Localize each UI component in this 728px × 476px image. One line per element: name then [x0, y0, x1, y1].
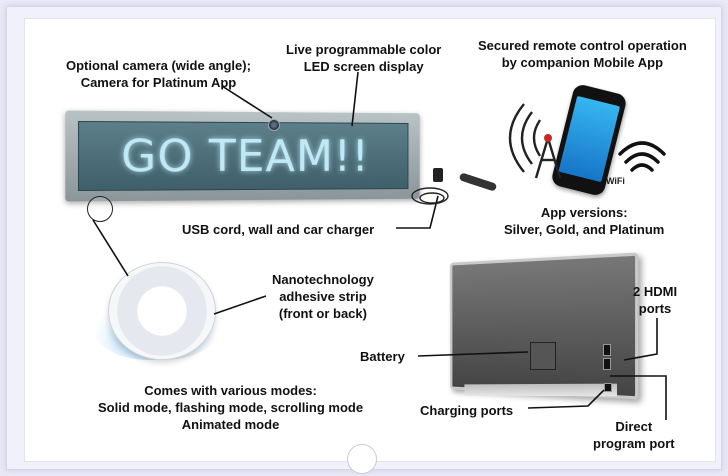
- remote-label-line-1: Secured remote control operation: [478, 37, 687, 54]
- led-leader-line: [352, 72, 358, 126]
- led-label-line-1: Live programmable color: [286, 41, 441, 58]
- battery-label-text: Battery: [360, 348, 405, 365]
- adhesive-line-2: adhesive strip: [272, 288, 374, 305]
- usb-label: USB cord, wall and car charger: [182, 221, 374, 238]
- app-versions-line-2: Silver, Gold, and Platinum: [504, 221, 664, 238]
- charging-ports-label: Charging ports: [420, 402, 513, 419]
- modes-label: Comes with various modes: Solid mode, fl…: [98, 382, 363, 433]
- direct-program-port-label: Direct program port: [593, 418, 675, 452]
- broadcast-waves-icon: [510, 104, 560, 178]
- led-label: Live programmable color LED screen displ…: [286, 41, 441, 75]
- battery-leader-line: [418, 352, 528, 356]
- charging-label-text: Charging ports: [420, 402, 513, 419]
- modes-line-2: Solid mode, flashing mode, scrolling mod…: [98, 399, 363, 416]
- adhesive-line-1: Nanotechnology: [272, 271, 374, 288]
- hdmi-label: 2 HDMI ports: [633, 283, 677, 317]
- camera-label-line-1: Optional camera (wide angle);: [66, 57, 251, 74]
- adhesive-leader-line: [214, 296, 266, 314]
- hdmi-leader-line: [624, 318, 657, 360]
- camera-label: Optional camera (wide angle); Camera for…: [66, 57, 251, 91]
- led-label-line-2: LED screen display: [286, 58, 441, 75]
- hdmi-line-2: ports: [633, 300, 677, 317]
- direct-line-2: program port: [593, 435, 675, 452]
- hdmi-line-1: 2 HDMI: [633, 283, 677, 300]
- camera-label-line-2: Camera for Platinum App: [66, 74, 251, 91]
- modes-line-3: Animated mode: [98, 416, 363, 433]
- modes-line-1: Comes with various modes:: [98, 382, 363, 399]
- direct-line-1: Direct: [593, 418, 675, 435]
- app-versions-label: App versions: Silver, Gold, and Platinum: [504, 204, 664, 238]
- direct-leader-line: [610, 376, 666, 420]
- app-versions-line-1: App versions:: [504, 204, 664, 221]
- remote-control-label: Secured remote control operation by comp…: [478, 37, 687, 71]
- remote-label-line-2: by companion Mobile App: [478, 54, 687, 71]
- charging-leader-line: [528, 390, 604, 408]
- corner-leader-line: [93, 220, 128, 276]
- battery-label: Battery: [360, 348, 405, 365]
- antenna-tip-icon: [544, 134, 552, 142]
- usb-label-text: USB cord, wall and car charger: [182, 221, 374, 238]
- adhesive-label: Nanotechnology adhesive strip (front or …: [272, 271, 374, 322]
- adhesive-line-3: (front or back): [272, 305, 374, 322]
- wifi-icon: [620, 143, 664, 170]
- usb-cord-icon: [412, 188, 448, 204]
